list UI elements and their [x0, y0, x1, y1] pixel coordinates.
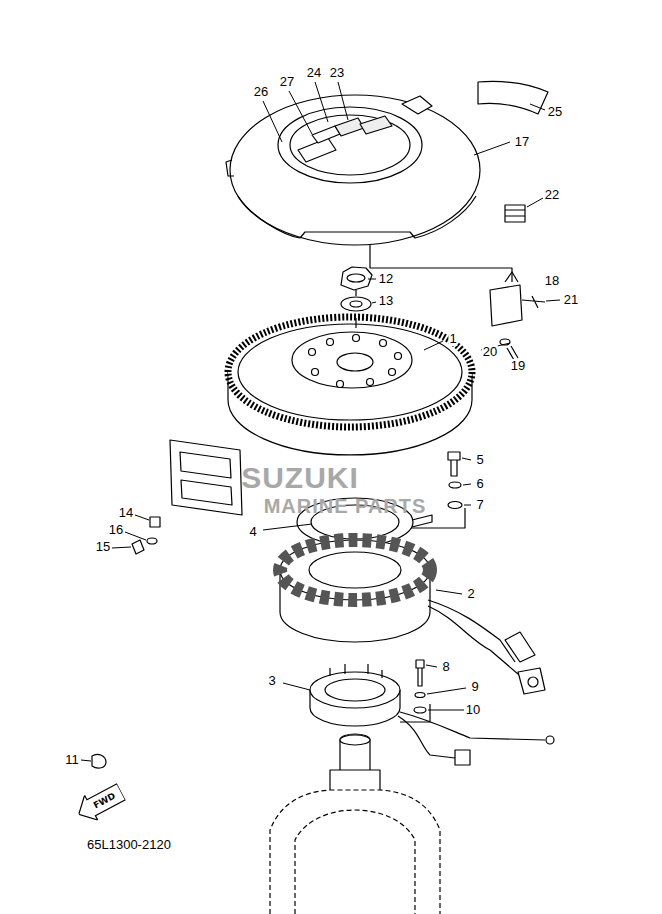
callout-number: 14 [118, 506, 134, 520]
callout-number: 2 [466, 587, 475, 601]
watermark: MARINE PARTS [263, 499, 428, 513]
leader-line [81, 760, 91, 761]
callout-number: 12 [378, 272, 394, 286]
callout-number: 24 [306, 66, 322, 80]
diagram-code: 65L1300-2120 [86, 838, 172, 852]
callout-number: 15 [95, 540, 111, 554]
leader-line [315, 82, 328, 122]
leader-line [372, 302, 376, 303]
leader-line [530, 104, 545, 110]
leader-line [263, 524, 312, 530]
callout-number: 27 [279, 75, 295, 89]
callout-number: 19 [510, 359, 526, 373]
callout-number: 26 [253, 85, 269, 99]
callout-number: 23 [329, 66, 345, 80]
callout-number: 10 [465, 703, 481, 717]
leader-line [263, 101, 282, 142]
leader-line [546, 300, 560, 301]
leader-line [135, 515, 149, 520]
direction-arrow: FWD [75, 784, 126, 822]
callout-number: 6 [475, 477, 484, 491]
direction-label: FWD [92, 791, 117, 811]
leader-line [368, 279, 376, 280]
callout-number: 16 [108, 523, 124, 537]
leader-line [125, 532, 146, 540]
callout-number: 22 [544, 188, 560, 202]
leader-line [289, 91, 312, 134]
callout-number: 9 [470, 680, 479, 694]
leader-line [427, 688, 466, 694]
callout-number: 8 [441, 660, 450, 674]
leader-line [464, 505, 471, 506]
callout-number: 17 [514, 135, 530, 149]
leader-line [112, 547, 131, 548]
callout-number: 7 [475, 498, 484, 512]
callout-number: 1 [448, 332, 457, 346]
leader-line [338, 82, 348, 120]
leader-line [424, 341, 443, 350]
callout-number: 3 [267, 674, 276, 688]
leader-line [474, 142, 510, 155]
leader-line [527, 198, 543, 207]
callout-number: 5 [475, 453, 484, 467]
callout-number: 13 [378, 294, 394, 308]
callout-number: 21 [563, 293, 579, 307]
watermark: SUZUKI [240, 471, 360, 485]
arrow-shape [72, 779, 128, 826]
leader-line [436, 590, 462, 594]
callout-number: 25 [547, 105, 563, 119]
callout-number: 11 [64, 753, 80, 767]
leader-line [428, 710, 464, 711]
leader-line [462, 458, 471, 460]
leader-line [426, 665, 437, 667]
leader-line [463, 484, 471, 485]
callout-number: 4 [248, 525, 257, 539]
callout-number: 18 [544, 274, 560, 288]
leader-line [283, 683, 310, 690]
callout-number: 20 [482, 345, 498, 359]
